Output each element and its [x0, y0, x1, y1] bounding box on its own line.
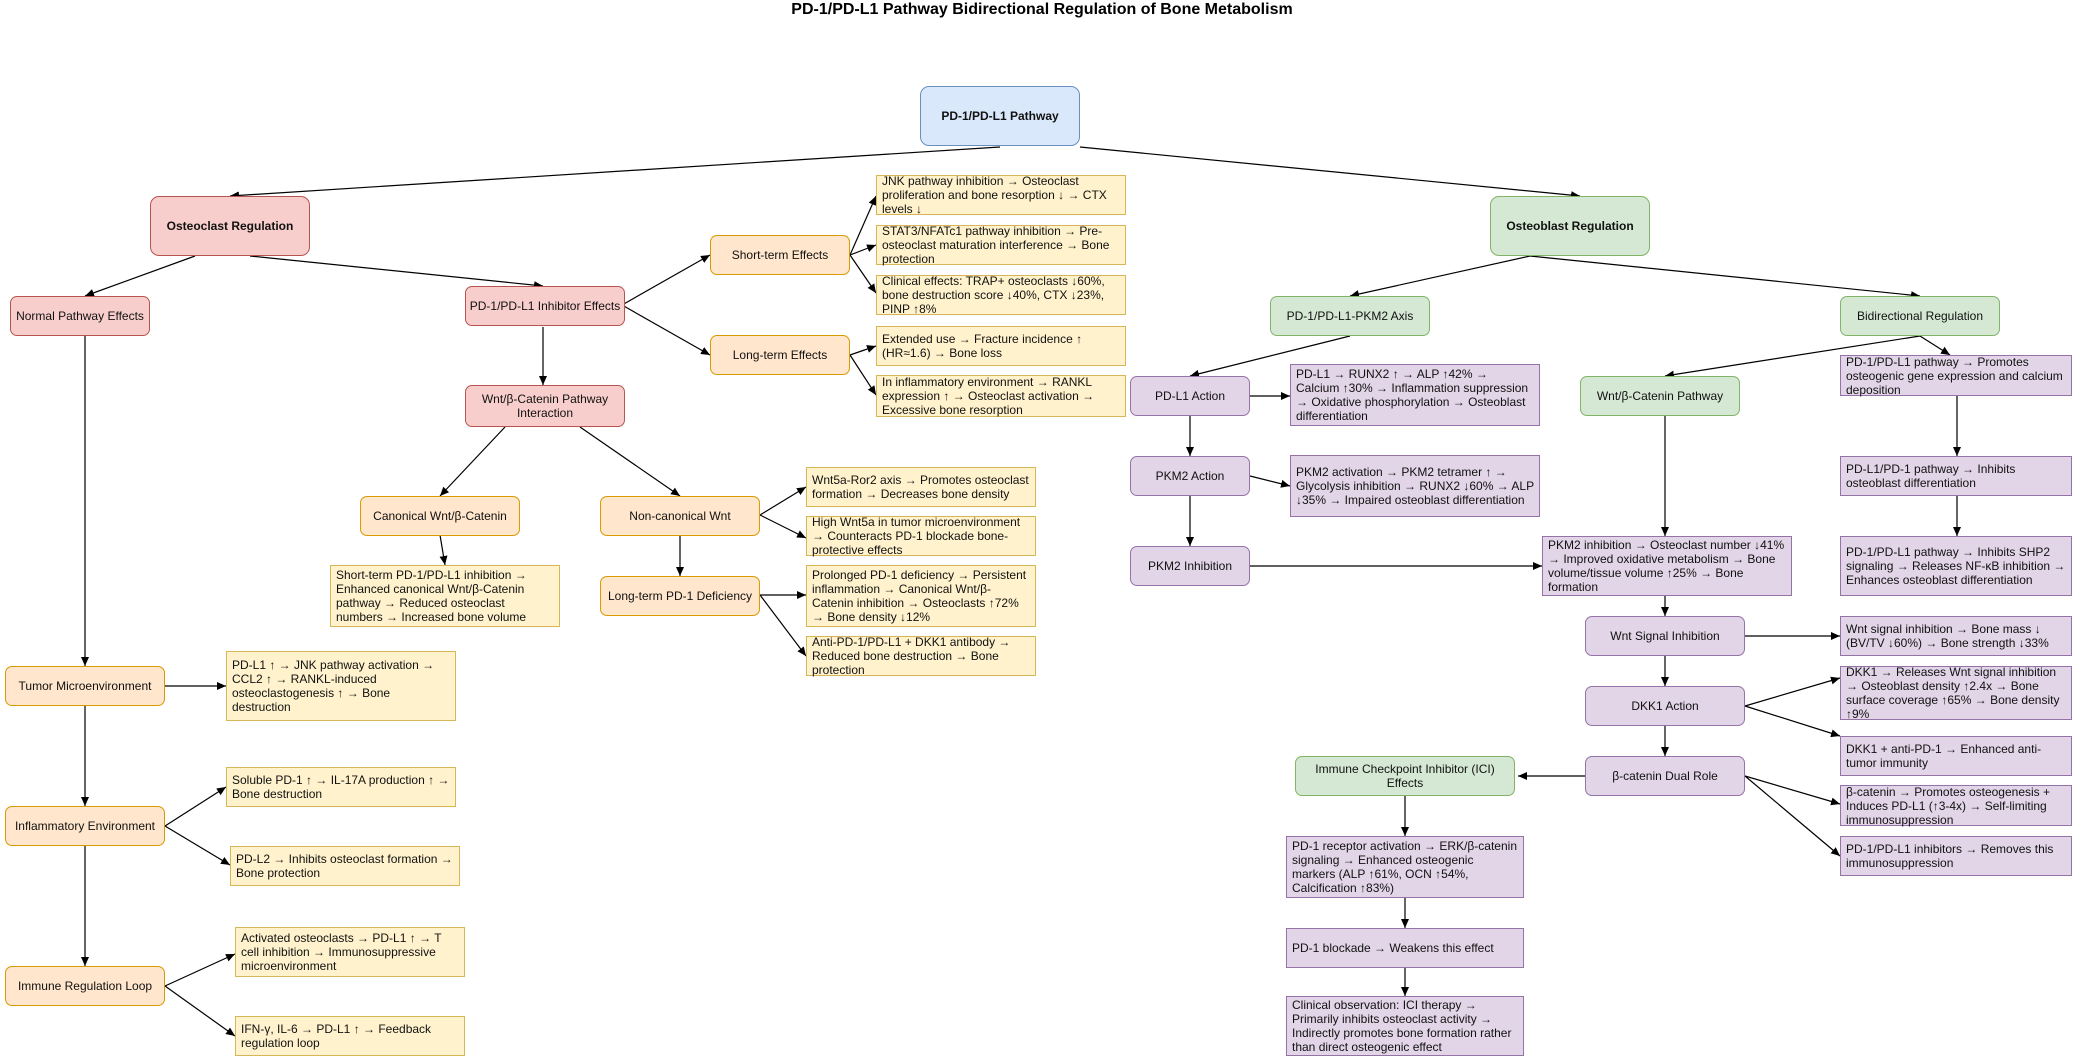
note-ifn-il6: IFN-γ, IL-6 → PD-L1 ↑ → Feedback regulat…: [235, 1016, 465, 1056]
note-wnt5a-ror2: Wnt5a-Ror2 axis → Promotes osteoclast fo…: [806, 467, 1036, 507]
node-pkm2-axis: PD-1/PD-L1-PKM2 Axis: [1270, 296, 1430, 336]
node-pd1-pdl1-pathway: PD-1/PD-L1 Pathway: [920, 86, 1080, 146]
node-inflammatory-environment: Inflammatory Environment: [5, 806, 165, 846]
node-canonical-wnt: Canonical Wnt/β-Catenin: [360, 496, 520, 536]
note-dkk1-releases: DKK1 → Releases Wnt signal inhibition → …: [1840, 665, 2072, 721]
note-anti-pd1-dkk1: Anti-PD-1/PD-L1 + DKK1 antibody → Reduce…: [806, 635, 1036, 677]
note-jnk-inhibition: JNK pathway inhibition → Osteoclast prol…: [876, 174, 1126, 216]
edge: [164, 985, 236, 1037]
note-dkk1-antipd1: DKK1 + anti-PD-1 → Enhanced anti-tumor i…: [1840, 736, 2072, 776]
edge: [1744, 775, 1841, 857]
edge: [229, 146, 1001, 200]
edge: [164, 786, 227, 827]
node-osteoblast-regulation: Osteoblast Regulation: [1490, 196, 1650, 256]
note-wnt-inhibition-result: Wnt signal inhibition → Bone mass ↓ (BV/…: [1840, 616, 2072, 656]
edge: [1079, 146, 1581, 200]
edge: [1744, 676, 1841, 707]
note-beta-catenin-promotes: β-catenin → Promotes osteogenesis + Indu…: [1840, 785, 2072, 827]
edge: [849, 345, 877, 356]
edge: [849, 354, 877, 396]
note-inhibits-osteoblast: PD-L1/PD-1 pathway → Inhibits osteoblast…: [1840, 456, 2072, 496]
note-pd1-blockade: PD-1 blockade → Weakens this effect: [1286, 928, 1524, 968]
node-osteoclast-regulation: Osteoclast Regulation: [150, 196, 310, 256]
diagram-title: PD-1/PD-L1 Pathway Bidirectional Regulat…: [791, 1, 1293, 18]
note-inhibitors-remove: PD-1/PD-L1 inhibitors → Removes this imm…: [1840, 836, 2072, 876]
edge: [621, 254, 711, 306]
edge: [1664, 335, 1921, 379]
note-clinical-observation: Clinical observation: ICI therapy → Prim…: [1286, 996, 1524, 1056]
edge: [84, 255, 196, 297]
note-pdl2: PD-L2 → Inhibits osteoclast formation → …: [230, 846, 460, 886]
node-pkm2-inhibition: PKM2 Inhibition: [1130, 546, 1250, 586]
edge: [759, 486, 807, 516]
node-wnt-catenin-pathway: Wnt/β-Catenin Pathway: [1580, 376, 1740, 416]
edge: [1919, 335, 1951, 356]
note-soluble-pd1: Soluble PD-1 ↑ → IL-17A production ↑ → B…: [226, 767, 456, 807]
edge: [759, 514, 807, 539]
node-pkm2-action: PKM2 Action: [1130, 456, 1250, 496]
node-ici-effects: Immune Checkpoint Inhibitor (ICI) Effect…: [1295, 756, 1515, 796]
node-short-term-effects: Short-term Effects: [710, 235, 850, 275]
node-dkk1-action: DKK1 Action: [1585, 686, 1745, 726]
edge: [249, 255, 544, 290]
edge: [759, 594, 807, 657]
edge: [849, 244, 877, 256]
note-pd1-receptor-activation: PD-1 receptor activation → ERK/β-catenin…: [1286, 836, 1524, 898]
node-wnt-signal-inhibition: Wnt Signal Inhibition: [1585, 616, 1745, 656]
note-high-wnt5a: High Wnt5a in tumor microenvironment → C…: [806, 515, 1036, 557]
node-immune-regulation-loop: Immune Regulation Loop: [5, 966, 165, 1006]
edge: [579, 426, 681, 497]
note-inflammatory-rankl: In inflammatory environment → RANKL expr…: [876, 375, 1126, 417]
edge: [1529, 255, 1921, 300]
note-activated-osteoclasts: Activated osteoclasts → PD-L1 ↑ → T cell…: [235, 927, 465, 977]
edge: [849, 195, 877, 256]
node-bidirectional-regulation: Bidirectional Regulation: [1840, 296, 2000, 336]
note-short-term-canonical: Short-term PD-1/PD-L1 inhibition → Enhan…: [330, 565, 560, 627]
note-clinical-effects: Clinical effects: TRAP+ osteoclasts ↓60%…: [876, 274, 1126, 316]
edge: [1744, 705, 1841, 738]
edge: [164, 825, 231, 866]
note-stat3-inhibition: STAT3/NFATc1 pathway inhibition → Pre-os…: [876, 224, 1126, 266]
node-beta-catenin-dual-role: β-catenin Dual Role: [1585, 756, 1745, 796]
edge: [164, 953, 236, 987]
node-pdl1-action: PD-L1 Action: [1130, 376, 1250, 416]
node-normal-pathway-effects: Normal Pathway Effects: [10, 296, 150, 336]
node-inhibitor-effects: PD-1/PD-L1 Inhibitor Effects: [465, 286, 625, 326]
node-tumor-microenvironment: Tumor Microenvironment: [5, 666, 165, 706]
note-prolonged-deficiency: Prolonged PD-1 deficiency → Persistent i…: [806, 565, 1036, 627]
edge: [1249, 475, 1291, 488]
node-long-term-pd1-deficiency: Long-term PD-1 Deficiency: [600, 576, 760, 616]
edge: [621, 304, 711, 356]
node-wnt-interaction: Wnt/β-Catenin Pathway Interaction: [465, 385, 625, 427]
edge: [1349, 255, 1531, 298]
note-pdl1-runx2: PD-L1 → RUNX2 ↑ → ALP ↑42% → Calcium ↑30…: [1290, 364, 1540, 426]
edge: [1189, 335, 1351, 378]
note-inhibits-shp2: PD-1/PD-L1 pathway → Inhibits SHP2 signa…: [1840, 536, 2072, 596]
edge: [439, 534, 448, 566]
note-pkm2-activation: PKM2 activation → PKM2 tetramer ↑ → Glyc…: [1290, 455, 1540, 517]
note-pkm2-inhibition-result: PKM2 inhibition → Osteoclast number ↓41%…: [1542, 536, 1792, 596]
node-noncanonical-wnt: Non-canonical Wnt: [600, 496, 760, 536]
note-promotes-osteogenic: PD-1/PD-L1 pathway → Promotes osteogenic…: [1840, 355, 2072, 397]
edge-group: [81, 146, 1961, 1037]
node-long-term-effects: Long-term Effects: [710, 335, 850, 375]
edge: [439, 426, 506, 497]
edge: [1744, 775, 1841, 806]
edge: [849, 254, 877, 294]
note-extended-use: Extended use → Fracture incidence ↑ (HR≈…: [876, 326, 1126, 366]
note-tumor-pdl1: PD-L1 ↑ → JNK pathway activation → CCL2 …: [226, 651, 456, 721]
